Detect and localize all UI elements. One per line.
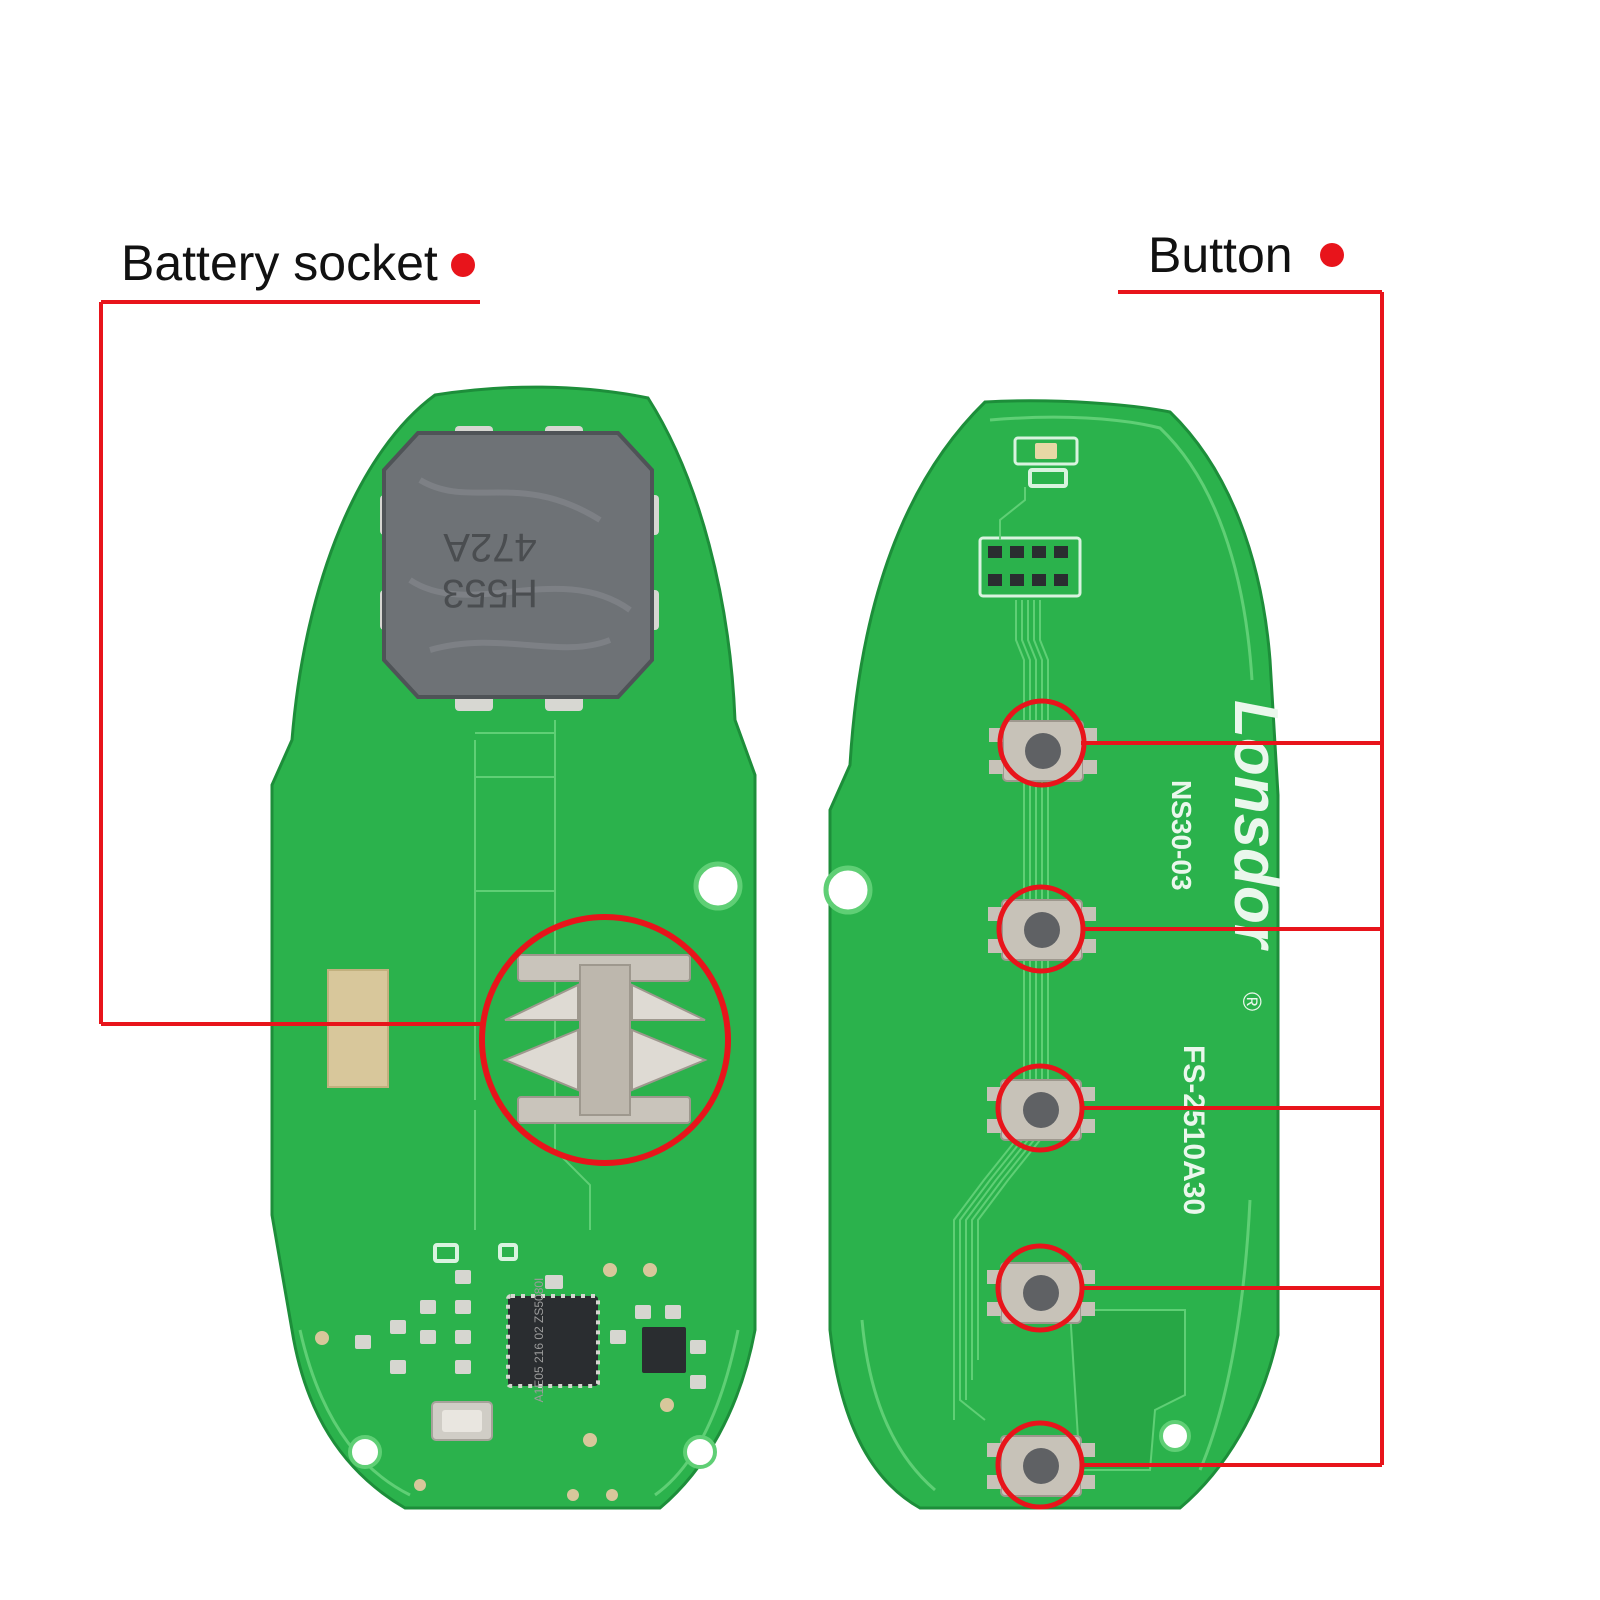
- gold-contact-pad: [327, 969, 389, 1088]
- registered-mark: ®: [1237, 992, 1267, 1011]
- left-pcb: H553 472A: [270, 385, 757, 1510]
- inductor-component: [382, 431, 654, 699]
- part-number-text: FS-2510A30: [1177, 1045, 1210, 1215]
- button-4-highlight: [995, 1243, 1085, 1333]
- button-4: [987, 1262, 1095, 1324]
- button-label: Button: [1148, 227, 1293, 283]
- battery-socket: [502, 954, 708, 1124]
- svg-text:A1E05 216 02 ZS5080I: A1E05 216 02 ZS5080I: [532, 1278, 546, 1403]
- inductor-marking-line2: 472A: [443, 525, 537, 569]
- button-5-highlight: [995, 1420, 1085, 1510]
- button-label-dot: [1320, 243, 1344, 267]
- button-2-highlight: [996, 884, 1086, 974]
- button-3-highlight: [995, 1063, 1085, 1153]
- button-3: [987, 1079, 1095, 1141]
- button-1-highlight: [997, 698, 1087, 788]
- main-chip: [506, 1294, 600, 1388]
- callout-graphics: [99, 243, 1384, 1510]
- button-2: [988, 899, 1096, 961]
- brand-logo-text: Lonsdor: [1221, 700, 1290, 951]
- inductor-marking-line1: H553: [442, 571, 538, 615]
- resistor-array: [978, 536, 1082, 598]
- left-smd-components: A1E05 216 02 ZS5080I: [315, 1243, 717, 1501]
- left-mounting-hole: [693, 861, 743, 911]
- battery-socket-highlight: [479, 914, 731, 1166]
- right-mounting-hole: [823, 865, 873, 915]
- model-text: NS30-03: [1166, 780, 1197, 891]
- battery-label-dot: [451, 253, 475, 277]
- battery-socket-label: Battery socket: [121, 235, 438, 291]
